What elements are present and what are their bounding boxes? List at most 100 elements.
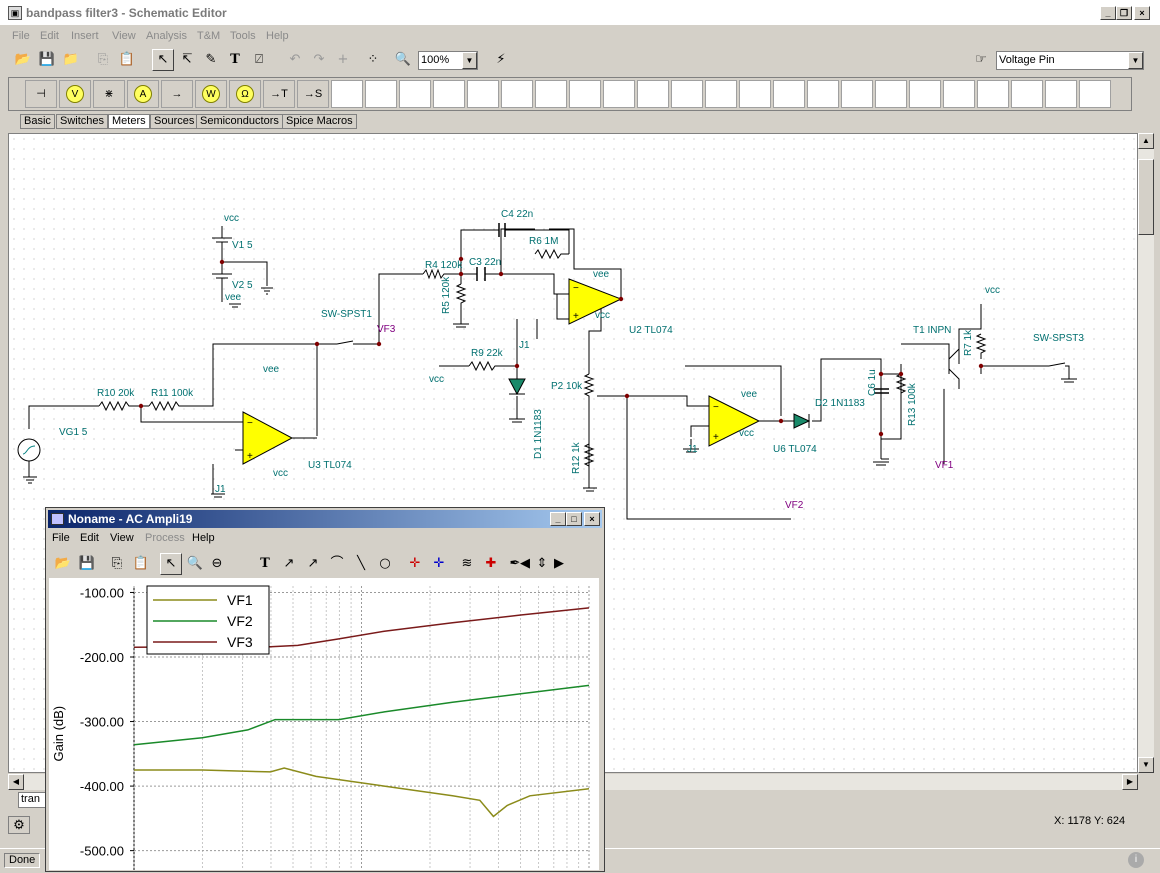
empty-slot[interactable] [943,80,975,108]
voltmeter-component-icon[interactable]: V [59,80,91,108]
child-menu-file[interactable]: File [52,532,70,544]
undo-icon[interactable]: ↶ [289,52,301,67]
updown-icon[interactable]: ⇕ [536,556,548,571]
empty-slot[interactable] [773,80,805,108]
empty-slot[interactable] [705,80,737,108]
save-icon[interactable]: 💾 [78,556,96,571]
select-arrow-icon[interactable]: ↖ [152,49,174,71]
zoom-in-icon[interactable]: 🔍 [186,556,204,571]
select-mode-icon[interactable]: ↸ [181,52,193,67]
menu-file[interactable]: File [12,30,30,42]
scroll-up-icon[interactable]: ▲ [1138,133,1154,149]
empty-slot[interactable] [1079,80,1111,108]
app-icon[interactable]: ▣ [8,6,22,20]
tab-basic[interactable]: Basic [20,114,55,129]
open-folder-icon[interactable]: 📂 [54,556,72,571]
ground-component-icon[interactable]: ⊣ [25,80,57,108]
pin-s-component[interactable]: →S [297,80,329,108]
tab-spice-macros[interactable]: Spice Macros [282,114,357,129]
wattmeter-component-icon[interactable]: W [195,80,227,108]
save-icon[interactable]: 💾 [38,52,56,67]
empty-slot[interactable] [569,80,601,108]
empty-slot[interactable] [331,80,363,108]
restore-button[interactable]: ❐ [1116,6,1132,20]
tool-gear-icon[interactable]: ⚙ [8,816,30,834]
arrow-tool-icon[interactable]: ↗ [283,556,295,571]
copy-icon[interactable]: ⎘ [111,556,123,571]
ohmmeter-component-icon[interactable]: Ω [229,80,261,108]
child-menu-view[interactable]: View [110,532,134,544]
menu-tools[interactable]: Tools [230,30,256,42]
tab-sources[interactable]: Sources [150,114,199,129]
current-arrow-icon[interactable]: → [161,80,193,108]
empty-slot[interactable] [841,80,873,108]
wire-tool-icon[interactable]: ⍁ [255,52,263,67]
empty-slot[interactable] [1045,80,1077,108]
crosshair-icon[interactable]: + [337,52,349,67]
paste-icon[interactable]: 📋 [132,556,150,571]
empty-slot[interactable] [739,80,771,108]
empty-slot[interactable] [467,80,499,108]
line-tool-icon[interactable]: ╲ [357,556,365,571]
empty-slot[interactable] [875,80,907,108]
open-folder-icon[interactable]: 📂 [14,52,32,67]
probe-pen-icon[interactable]: ✒ [509,556,521,571]
empty-slot[interactable] [637,80,669,108]
chart-plot-area[interactable]: -100.00-200.00-300.00-400.00-500.00 Gain… [49,578,599,870]
zoom-out-icon[interactable]: ⊖ [211,556,223,571]
paste-icon[interactable]: 📋 [118,52,136,67]
pin-tool-icon[interactable]: ☞ [975,52,987,67]
menu-edit[interactable]: Edit [40,30,59,42]
child-menu-edit[interactable]: Edit [80,532,99,544]
scroll-left-icon[interactable]: ◀ [520,556,530,571]
scroll-down-icon[interactable]: ▼ [1138,757,1154,773]
zoom-icon[interactable]: 🔍 [394,52,412,67]
scroll-left-icon[interactable]: ◀ [8,774,24,790]
child-menu-help[interactable]: Help [192,532,215,544]
minimize-button[interactable]: _ [1100,6,1116,20]
copy-icon[interactable]: ⎘ [97,52,109,67]
empty-slot[interactable] [977,80,1009,108]
circle-tool-icon[interactable]: ○ [379,556,391,571]
close-button[interactable]: × [1134,6,1150,20]
chevron-down-icon[interactable]: ▼ [1128,52,1143,69]
empty-slot[interactable] [909,80,941,108]
curve-tool-icon[interactable]: ⌒ [330,556,344,571]
scroll-right-icon[interactable]: ▶ [554,556,564,571]
cursor-a-icon[interactable]: ✛ [409,556,421,571]
pencil-icon[interactable]: ✎ [205,52,217,67]
text-tool-icon[interactable]: T [260,556,270,571]
info-icon[interactable]: i [1128,852,1144,868]
scroll-right-icon[interactable]: ▶ [1122,774,1138,790]
line-arrow-icon[interactable]: ↗ [307,556,319,571]
empty-slot[interactable] [807,80,839,108]
empty-slot[interactable] [603,80,635,108]
menu-insert[interactable]: Insert [71,30,99,42]
empty-slot[interactable] [535,80,567,108]
child-menu-process[interactable]: Process [145,532,185,544]
probe-icon[interactable]: ⚡ [496,52,506,67]
empty-slot[interactable] [399,80,431,108]
empty-slot[interactable] [501,80,533,108]
child-maximize-button[interactable]: □ [566,512,582,526]
empty-slot[interactable] [433,80,465,108]
chevron-down-icon[interactable]: ▼ [462,52,477,69]
menu-analysis[interactable]: Analysis [146,30,187,42]
select-arrow-icon[interactable]: ↖ [160,553,182,575]
tab-semiconductors[interactable]: Semiconductors [196,114,283,129]
menu-tm[interactable]: T&M [197,30,221,42]
menu-view[interactable]: View [112,30,136,42]
redo-icon[interactable]: ↷ [313,52,325,67]
traces-icon[interactable]: ≋ [461,556,473,571]
pin-t-component[interactable]: →T [263,80,295,108]
text-tool-icon[interactable]: T [230,52,240,67]
ammeter-component-icon[interactable]: A [127,80,159,108]
menu-help[interactable]: Help [266,30,289,42]
tab-tran[interactable]: tran [18,792,48,808]
pin-type-select[interactable]: Voltage Pin ▼ [996,51,1144,70]
chart-window-icon[interactable] [51,513,64,525]
tab-meters[interactable]: Meters [108,114,150,129]
scroll-thumb[interactable] [1138,159,1154,235]
tab-switches[interactable]: Switches [56,114,109,129]
empty-slot[interactable] [365,80,397,108]
